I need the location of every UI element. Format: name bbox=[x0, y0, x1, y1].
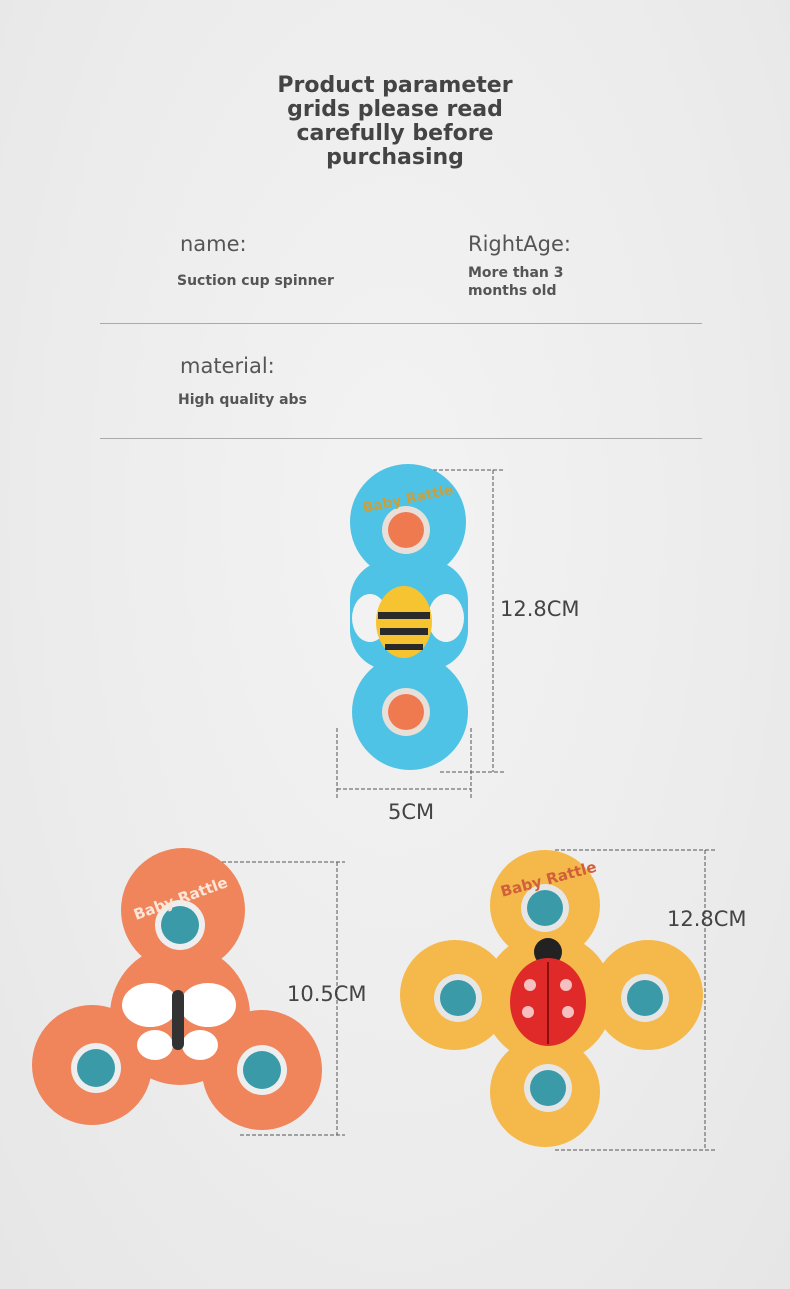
divider bbox=[100, 323, 702, 324]
divider bbox=[100, 438, 702, 439]
orange-height-label: 10.5CM bbox=[287, 982, 367, 1006]
yellow-spinner: Baby Rattle bbox=[400, 850, 703, 1147]
page-title: Product parameter grids please read care… bbox=[0, 74, 790, 170]
blue-height-label: 12.8CM bbox=[500, 597, 580, 621]
title-line: purchasing bbox=[326, 145, 464, 170]
blue-width-label: 5CM bbox=[388, 800, 434, 824]
orange-spinner: Baby Rattle bbox=[32, 848, 322, 1130]
name-value: Suction cup spinner bbox=[177, 273, 334, 289]
age-value-line: More than 3 bbox=[468, 265, 564, 281]
age-value-line: months old bbox=[468, 283, 557, 299]
yellow-height-label: 12.8CM bbox=[667, 907, 747, 931]
age-label: RightAge: bbox=[468, 232, 571, 256]
title-line: grids please read bbox=[287, 97, 503, 122]
blue-spinner: Baby Rattle bbox=[350, 464, 468, 770]
material-value: High quality abs bbox=[178, 392, 307, 408]
title-line: carefully before bbox=[296, 121, 494, 146]
title-line: Product parameter bbox=[277, 73, 513, 98]
age-value: More than 3 months old bbox=[468, 264, 564, 300]
material-label: material: bbox=[180, 354, 275, 378]
name-label: name: bbox=[180, 232, 247, 256]
